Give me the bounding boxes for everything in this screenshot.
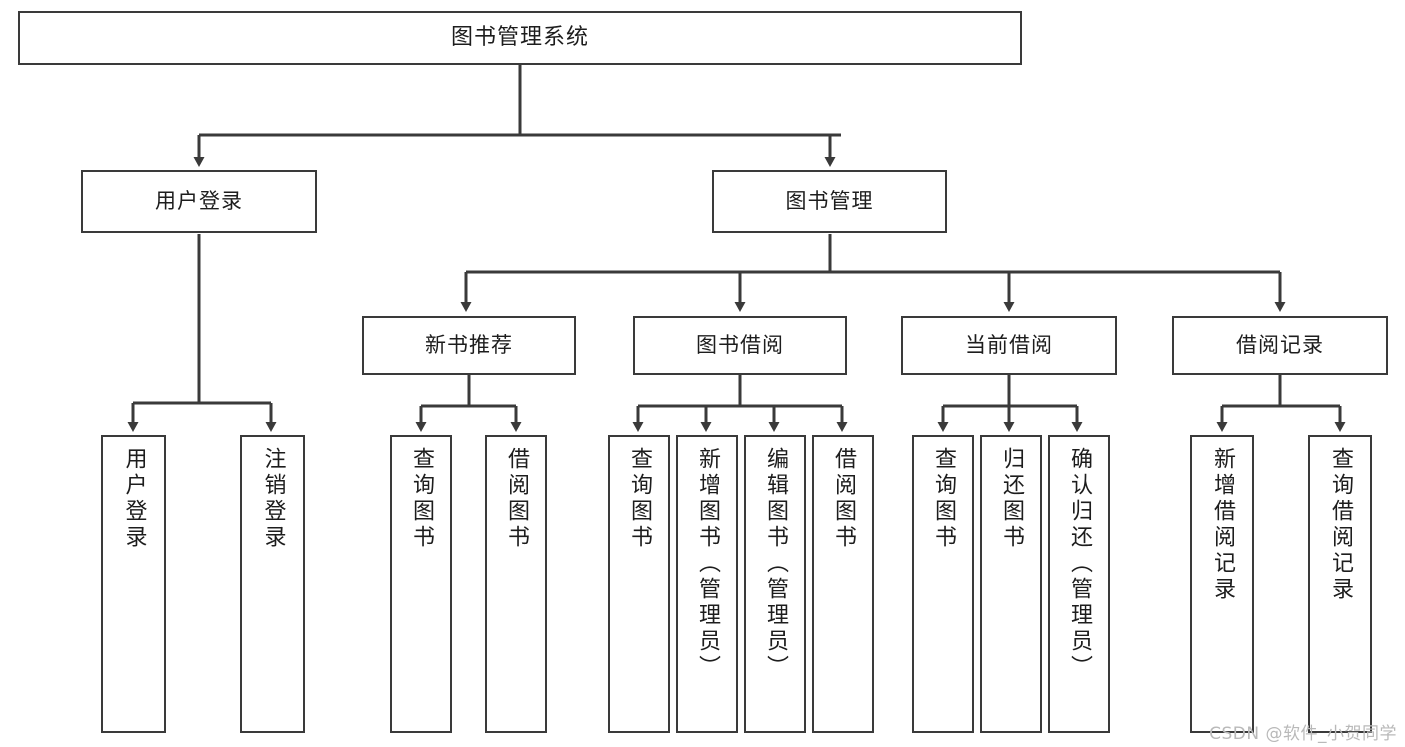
node-label: 注销登录 (260, 447, 286, 551)
leaf-borrow-books-recommendation[interactable]: 借阅图书 (485, 435, 547, 733)
node-book-borrowing[interactable]: 图书借阅 (633, 316, 847, 375)
node-user-login[interactable]: 用户登录 (81, 170, 317, 233)
node-label: 新增图书（管理员） (695, 447, 720, 681)
node-label: 借阅图书 (504, 447, 529, 551)
node-label: 查询借阅记录 (1328, 447, 1353, 603)
node-label: 新书推荐 (425, 332, 513, 357)
leaf-query-books-current[interactable]: 查询图书 (912, 435, 974, 733)
leaf-borrow-books-borrowing[interactable]: 借阅图书 (812, 435, 874, 733)
leaf-add-book-admin[interactable]: 新增图书（管理员） (676, 435, 738, 733)
node-label: 编辑图书（管理员） (763, 447, 788, 681)
node-label: 借阅记录 (1236, 332, 1324, 357)
leaf-confirm-return-admin[interactable]: 确认归还（管理员） (1048, 435, 1110, 733)
node-label: 新增借阅记录 (1210, 447, 1235, 603)
leaf-add-borrow-record[interactable]: 新增借阅记录 (1190, 435, 1254, 733)
node-book-management[interactable]: 图书管理 (712, 170, 947, 233)
node-label: 图书管理系统 (450, 24, 589, 50)
leaf-logout[interactable]: 注销登录 (240, 435, 305, 733)
node-label: 用户登录 (121, 447, 147, 551)
node-label: 当前借阅 (965, 332, 1053, 357)
node-label: 查询图书 (931, 447, 956, 551)
csdn-watermark: CSDN @软件_小贺同学 (1209, 724, 1397, 744)
node-borrowing-records[interactable]: 借阅记录 (1172, 316, 1388, 375)
leaf-return-books[interactable]: 归还图书 (980, 435, 1042, 733)
leaf-user-login[interactable]: 用户登录 (101, 435, 166, 733)
node-label: 查询图书 (627, 447, 652, 551)
node-label: 图书借阅 (696, 332, 784, 357)
node-new-book-recommendation[interactable]: 新书推荐 (362, 316, 576, 375)
leaf-query-books-borrowing[interactable]: 查询图书 (608, 435, 670, 733)
node-label: 图书管理 (785, 188, 874, 213)
node-label: 用户登录 (155, 188, 243, 213)
node-label: 借阅图书 (831, 447, 856, 551)
node-root-book-management-system[interactable]: 图书管理系统 (18, 11, 1022, 65)
node-current-borrowing[interactable]: 当前借阅 (901, 316, 1117, 375)
node-label: 确认归还（管理员） (1067, 447, 1092, 681)
leaf-edit-book-admin[interactable]: 编辑图书（管理员） (744, 435, 806, 733)
node-label: 查询图书 (409, 447, 434, 551)
leaf-query-books-recommendation[interactable]: 查询图书 (390, 435, 452, 733)
leaf-query-borrow-record[interactable]: 查询借阅记录 (1308, 435, 1372, 733)
node-label: 归还图书 (999, 447, 1024, 551)
